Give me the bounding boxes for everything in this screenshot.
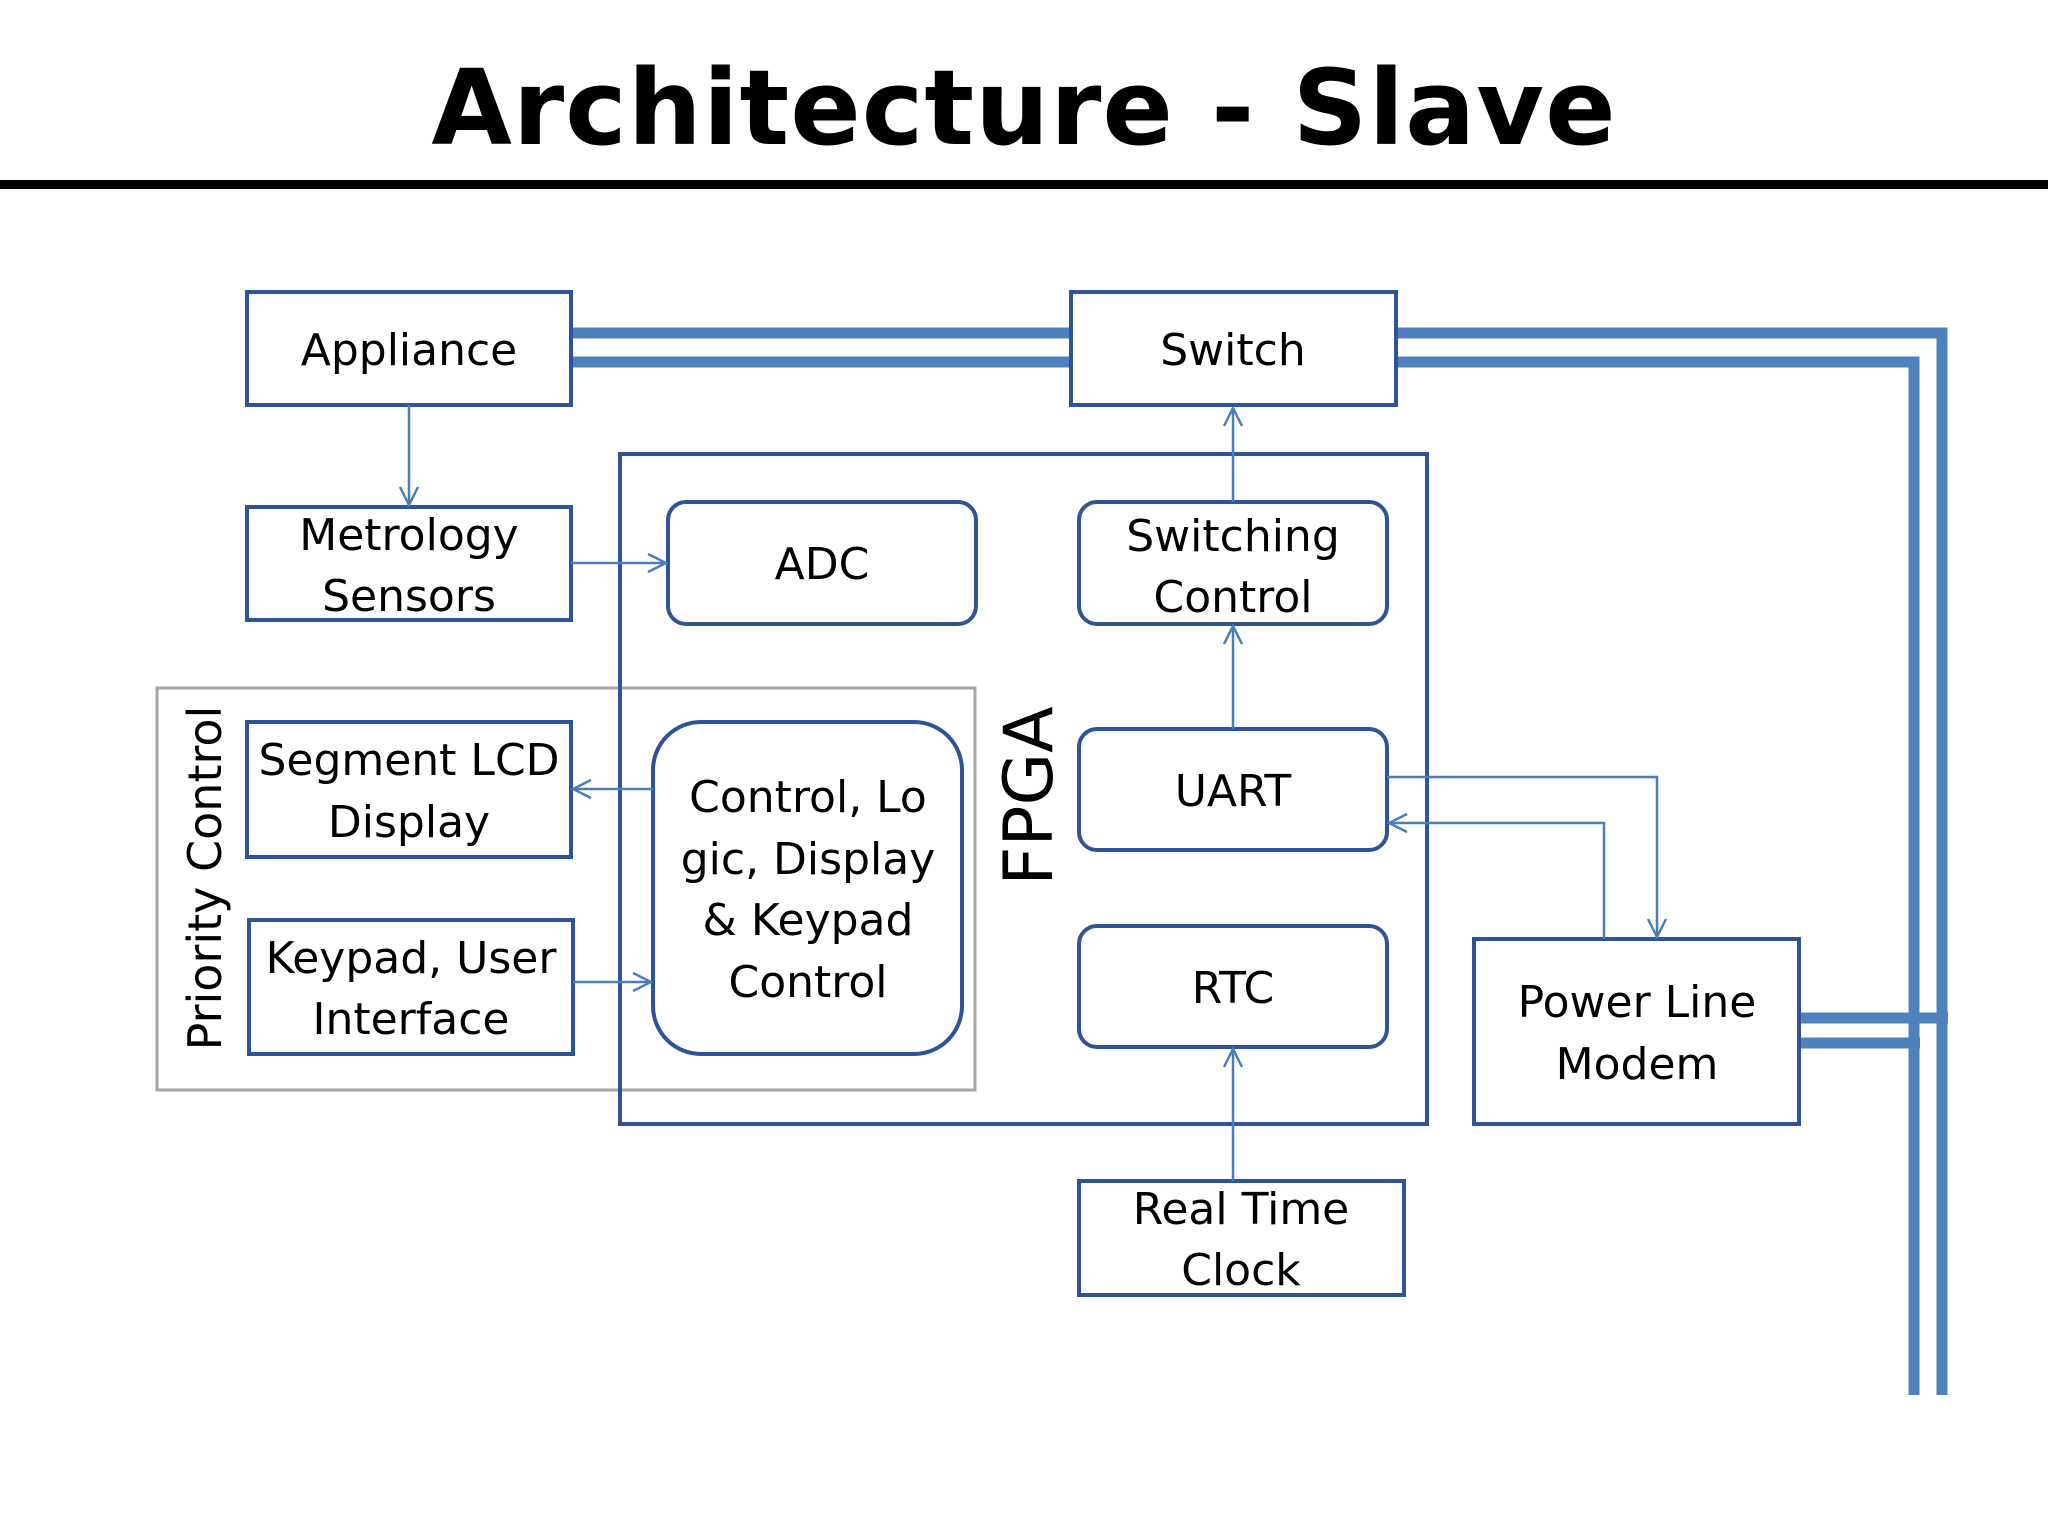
real-time-clock-label-line1: Real Time <box>1133 1184 1350 1235</box>
slide-title: Architecture - Slave <box>431 47 1617 169</box>
segment-lcd-label-line1: Segment LCD <box>258 735 559 786</box>
fpga-label: FPGA <box>990 706 1069 885</box>
switch-label: Switch <box>1160 325 1305 376</box>
switching-control-label-line1: Switching <box>1126 511 1340 562</box>
appliance-label: Appliance <box>301 325 518 376</box>
priority-control-group <box>155 686 977 1092</box>
segment-lcd-label-line2: Display <box>328 797 490 848</box>
real-time-clock-box <box>1077 1179 1406 1297</box>
appliance-box <box>245 290 573 407</box>
power-line-modem-label-line1: Power Line <box>1518 977 1757 1028</box>
metrology-label-line2: Sensors <box>322 571 496 622</box>
adc-box <box>666 500 978 626</box>
keypad-box <box>247 918 575 1056</box>
keypad-label-line1: Keypad, User <box>266 933 558 984</box>
real-time-clock-label-line2: Clock <box>1181 1245 1301 1296</box>
control-logic-box <box>651 720 964 1056</box>
adc-label: ADC <box>775 539 870 590</box>
uart-label: UART <box>1175 766 1292 817</box>
power-line-modem-box <box>1472 937 1801 1126</box>
control-logic-label-line4: Control <box>728 957 887 1008</box>
power-line-modem-label-line2: Modem <box>1556 1039 1719 1090</box>
metrology-label-line1: Metrology <box>299 510 518 561</box>
keypad-label-line2: Interface <box>313 994 510 1045</box>
switching-control-label-line2: Control <box>1153 572 1312 623</box>
rtc-label: RTC <box>1192 963 1274 1014</box>
priority-control-label: Priority Control <box>178 706 232 1051</box>
arrow-modem-to-uart <box>1389 823 1606 939</box>
segment-lcd-box <box>245 720 573 859</box>
switch-box <box>1069 290 1398 407</box>
control-logic-label-line3: & Keypad <box>703 895 914 946</box>
control-logic-label-line2: gic, Display <box>681 834 936 885</box>
power-line-bus <box>571 327 1948 1395</box>
control-logic-label-line1: Control, Lo <box>689 772 927 823</box>
metrology-sensors-box <box>245 505 573 622</box>
title-rule <box>0 180 2048 189</box>
arrow-uart-to-modem <box>1387 775 1657 937</box>
